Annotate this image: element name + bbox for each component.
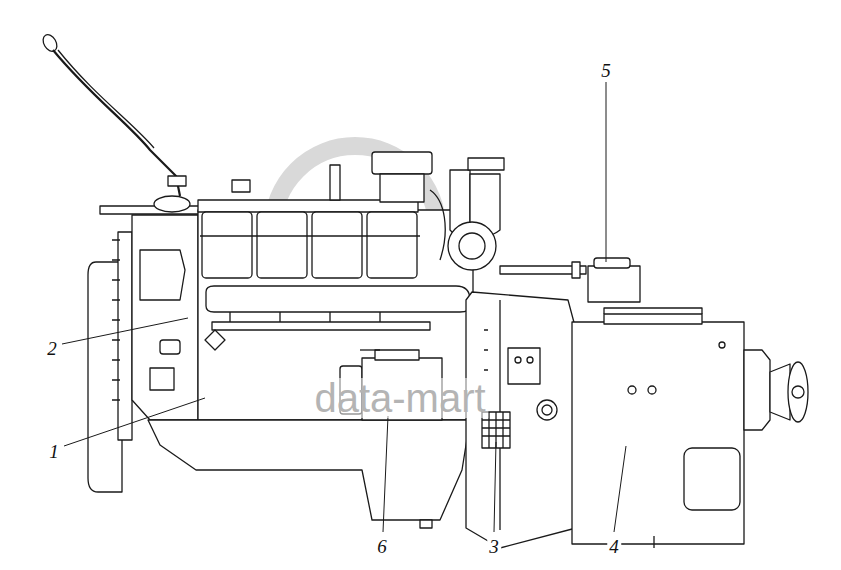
- callout-number: 2: [45, 338, 59, 359]
- callout-number: 4: [607, 536, 621, 557]
- callout-number: 1: [47, 441, 61, 462]
- leader-lines: [62, 82, 626, 532]
- callout-number: 3: [487, 536, 501, 557]
- watermark: data-mart: [311, 378, 488, 418]
- callout-number: 6: [375, 536, 389, 557]
- engine-lines: [40, 32, 808, 548]
- callout-number: 5: [599, 60, 613, 81]
